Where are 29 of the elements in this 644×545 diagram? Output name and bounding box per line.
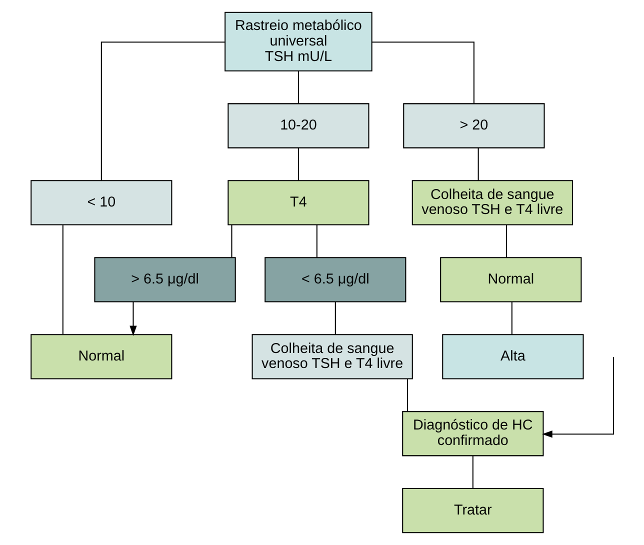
node-box: < 6.5 μg/dl [264,257,406,302]
node-box: Normal [30,334,172,380]
node-box: < 10 [30,180,172,226]
connector [472,456,473,488]
connector [316,224,317,258]
connector [62,225,63,334]
node-box: Rastreio metabólico universal TSH mU/L [224,12,372,72]
connector [477,148,478,180]
connector [230,224,232,258]
node-box: Normal [440,257,582,302]
node-box: Colheita de sangue venoso TSH e T4 livre [411,180,572,226]
connector [406,378,408,412]
node-box: Tratar [402,488,544,534]
connector [506,224,507,258]
node-box: Diagnóstico de HC confirmado [402,411,544,456]
connector [371,42,474,104]
node-box: T4 [227,180,369,226]
node-box: > 20 [402,103,544,148]
connector [100,42,224,180]
arrow [542,357,614,438]
node-box: > 6.5 μg/dl [94,257,236,302]
connector [297,71,298,104]
connector [510,302,512,334]
connector [334,302,336,334]
node-box: Colheita de sangue venoso TSH e T4 livre [251,334,412,380]
arrow [129,302,136,336]
node-box: 10-20 [227,103,369,148]
connector [297,148,298,180]
node-box: Alta [442,334,584,380]
